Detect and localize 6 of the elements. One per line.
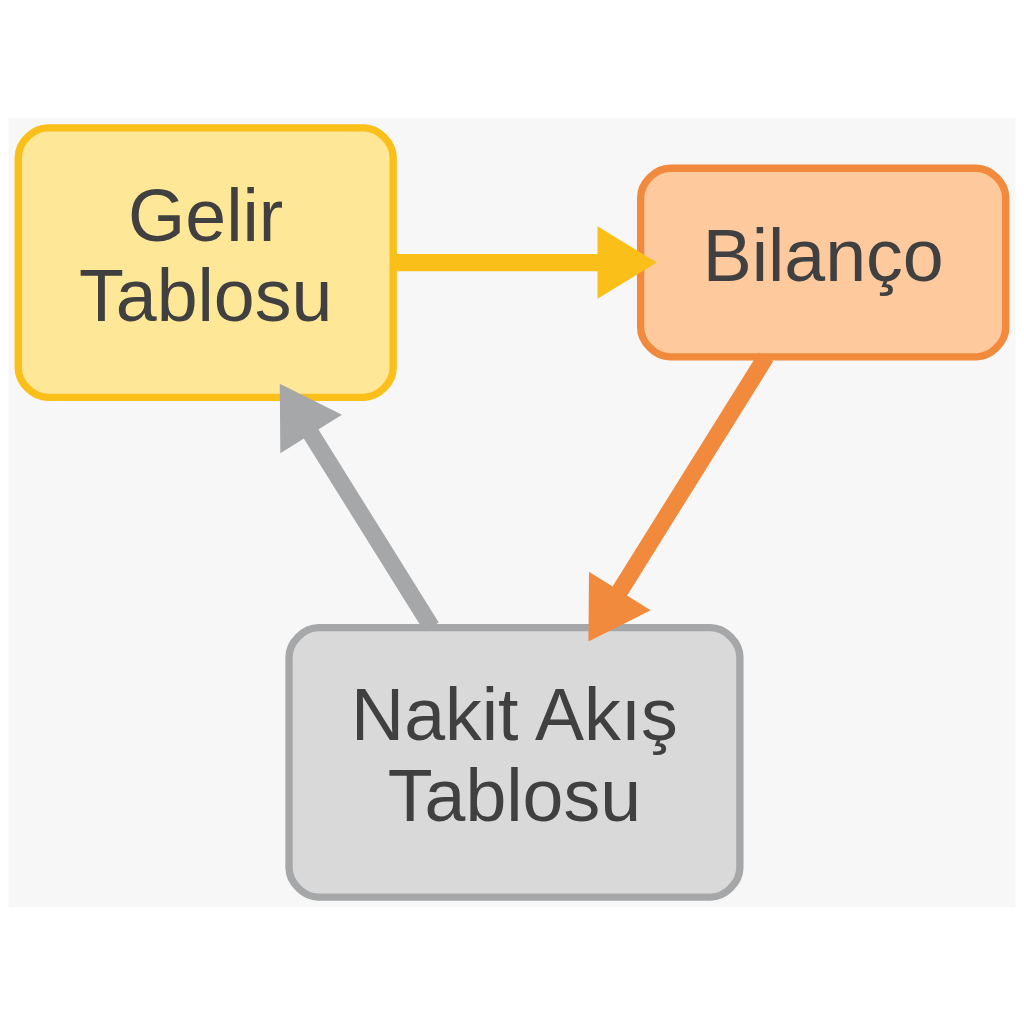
node-box: Gelir Tablosu xyxy=(14,123,397,401)
node-box: Bilanço xyxy=(636,164,1010,361)
node-box: Nakit Akış Tablosu xyxy=(285,623,744,901)
arrow xyxy=(588,351,774,641)
arrow xyxy=(279,383,439,631)
arrow xyxy=(393,225,657,299)
